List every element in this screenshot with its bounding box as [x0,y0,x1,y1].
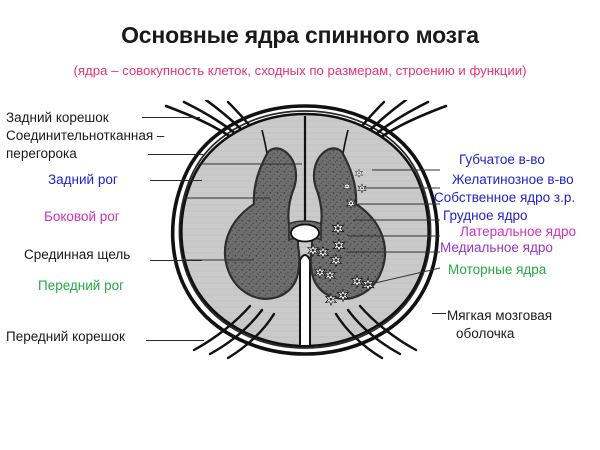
label-thoracic-nucleus: Грудное ядро [443,208,528,223]
pia-mater-outline [170,104,440,356]
label-median-fissure: Срединная щель [24,247,131,262]
internal-leader-lines [182,163,441,287]
label-connective-septum-line1: Соединительнотканная – [6,128,165,143]
label-spongy-substance: Губчатое в-во [459,152,545,167]
page-subtitle: (ядра – совокупность клеток, сходных по … [73,63,527,78]
leader-pia-mater [432,313,446,314]
spinal-cord-cross-section-diagram [164,100,448,360]
label-anterior-root: Передний корешок [6,329,125,344]
leader-anterior-root [146,340,204,341]
leader-connective-septum [148,154,204,155]
label-motor-nuclei: Моторные ядра [448,262,547,277]
posterior-rootlets [164,100,448,156]
label-gelatinous-substance: Желатинозное в-во [452,172,574,187]
leader-posterior-horn [150,180,202,181]
leader-posterior-root [142,117,200,118]
label-lateral-horn: Боковой рог [44,209,120,224]
anterior-rootlets [192,304,418,360]
label-proper-nucleus: Собственное ядро з.р. [434,190,576,205]
label-anterior-horn: Передний рог [38,278,125,293]
label-posterior-root: Задний корешок [6,110,109,125]
leader-anterior-horn [150,260,202,261]
label-pia-mater-line2: оболочка [456,326,515,341]
central-canal [290,223,320,243]
page-title: Основные ядра спинного мозга [121,22,479,48]
label-lateral-nucleus: Латеральное ядро [460,224,576,239]
label-pia-mater-line1: Мягкая мозговая [447,308,553,323]
label-posterior-horn: Задний рог [48,172,118,187]
label-medial-nucleus: Медиальное ядро [440,240,553,255]
label-connective-septum-line2: перегорока [6,146,77,161]
